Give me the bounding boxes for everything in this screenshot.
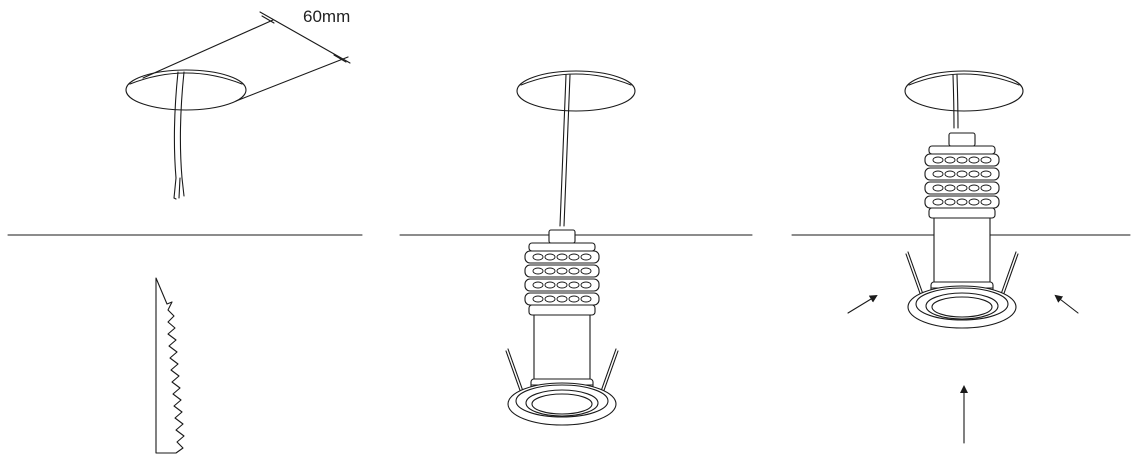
push-arrows xyxy=(847,294,1079,444)
arrow-right-icon xyxy=(1054,294,1079,314)
led-fixture xyxy=(505,229,619,426)
step-2-panel xyxy=(399,70,753,426)
dimension-indicator: 60mm xyxy=(142,7,351,102)
led-fixture xyxy=(905,132,1019,329)
ceiling-hole xyxy=(125,69,247,111)
ceiling-hole xyxy=(904,70,1024,112)
step-1-panel: 60mm xyxy=(7,7,363,454)
ceiling-hole xyxy=(516,70,636,112)
dimension-label: 60mm xyxy=(303,7,350,26)
cable xyxy=(952,74,959,129)
cable xyxy=(559,74,571,227)
step-3-panel xyxy=(791,70,1131,444)
arrow-left-icon xyxy=(847,294,878,314)
hole-saw xyxy=(155,277,185,454)
cable xyxy=(173,71,185,200)
